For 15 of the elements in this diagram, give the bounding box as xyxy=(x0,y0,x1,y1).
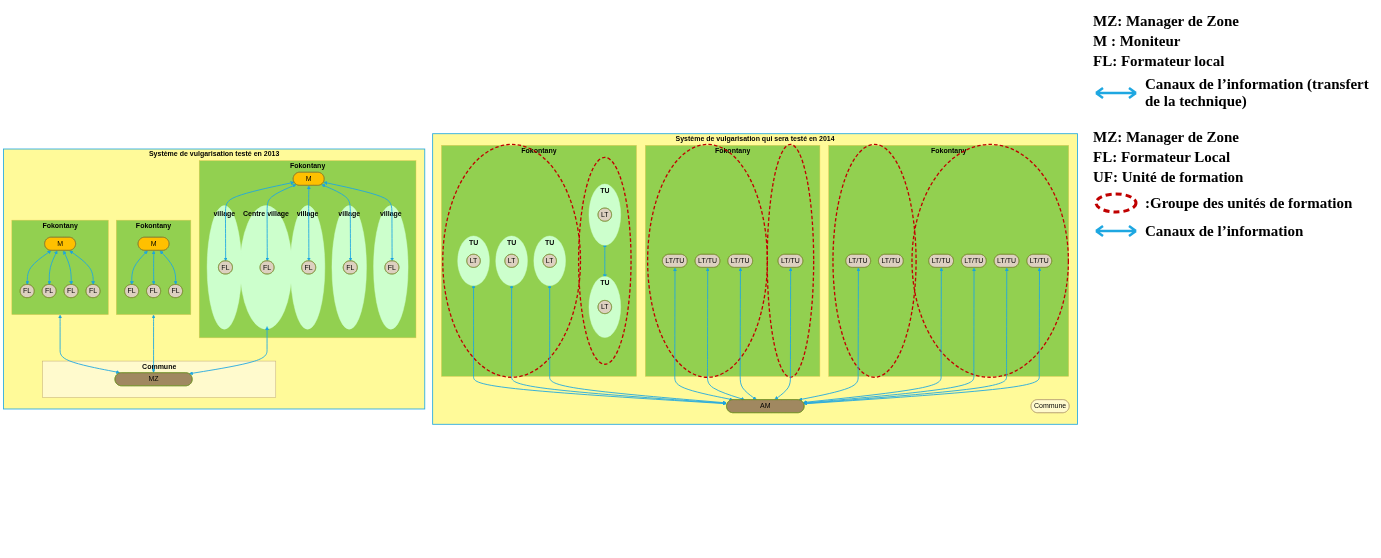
legend-abbreviation: FL: Formateur Local xyxy=(1093,149,1232,166)
legend-abbreviation: UF: Unité de formation xyxy=(1093,169,1245,186)
legend-text: Canaux de l’information (transfert de la technique) xyxy=(1145,76,1369,110)
legend-abbreviation: MZ: Manager de Zone xyxy=(1093,129,1240,146)
legend-abbreviation: M : Moniteur xyxy=(1093,33,1182,50)
legend-abbreviation: FL: Formateur local xyxy=(1093,53,1226,70)
cluster xyxy=(766,143,815,378)
cluster xyxy=(832,143,917,378)
legend-text: :Groupe des unités de formation xyxy=(1145,194,1353,212)
cluster xyxy=(646,143,768,378)
cluster xyxy=(911,143,1070,378)
cluster xyxy=(442,143,582,378)
cluster xyxy=(577,156,632,365)
legend-text: Canaux de l’information xyxy=(1145,222,1304,240)
legend-abbreviation: MZ: Manager de Zone xyxy=(1093,13,1240,30)
